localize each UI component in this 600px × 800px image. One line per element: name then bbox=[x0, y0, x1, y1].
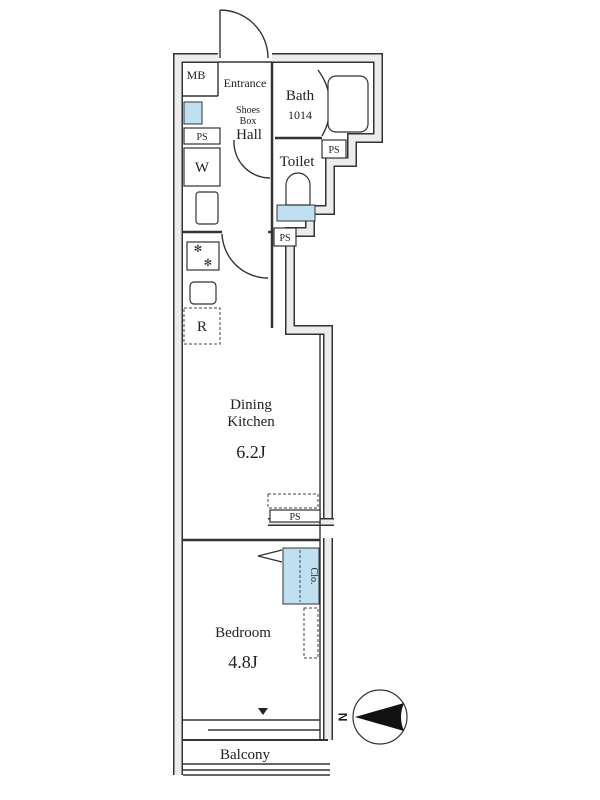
window-marker-icon bbox=[258, 708, 268, 715]
closet-door[interactable] bbox=[257, 549, 283, 563]
compass-north-label: N bbox=[336, 713, 350, 722]
entrance-label: Entrance bbox=[224, 76, 267, 90]
exterior-walls bbox=[173, 53, 383, 775]
washer-label: W bbox=[195, 160, 210, 176]
bedroom-label: Bedroom bbox=[215, 625, 271, 641]
shoes-box-icon bbox=[183, 101, 203, 125]
interior-walls bbox=[183, 62, 330, 776]
ps-label: PS bbox=[328, 145, 339, 156]
bedroom-size: 4.8J bbox=[228, 652, 258, 672]
closet-swing-space bbox=[303, 607, 319, 659]
washer-icon bbox=[183, 147, 221, 187]
box-label: Box bbox=[240, 116, 257, 127]
sink-icon bbox=[195, 191, 219, 225]
burner-icon: ✻ bbox=[194, 244, 202, 255]
dining-label: Dining bbox=[230, 397, 272, 413]
shoes-label: Shoes bbox=[236, 105, 260, 116]
ps-box-2 bbox=[321, 139, 347, 159]
bath-size: 1014 bbox=[288, 108, 312, 122]
burner-icon: ✻ bbox=[204, 258, 212, 269]
dining-size: 6.2J bbox=[236, 442, 266, 462]
toilet-icon bbox=[285, 172, 311, 206]
shelf-space bbox=[267, 493, 319, 509]
kitchen-door[interactable] bbox=[221, 233, 269, 279]
ps-label: PS bbox=[279, 233, 290, 244]
kitchen-label: Kitchen bbox=[227, 414, 275, 430]
bathtub-icon bbox=[327, 75, 369, 133]
toilet-label: Toilet bbox=[280, 154, 316, 170]
hall-label: Hall bbox=[236, 127, 262, 143]
balcony-label: Balcony bbox=[220, 747, 270, 763]
stove-icon bbox=[186, 241, 220, 271]
mb-label: MB bbox=[187, 68, 206, 82]
entrance-door[interactable] bbox=[218, 9, 272, 63]
ps-label: PS bbox=[196, 132, 207, 143]
kitchen-sink-icon bbox=[189, 281, 217, 305]
bath-label: Bath bbox=[286, 88, 315, 104]
closet[interactable] bbox=[282, 547, 320, 605]
closet-label: Clo. bbox=[308, 568, 319, 585]
toilet-door[interactable] bbox=[233, 139, 271, 179]
ps-label: PS bbox=[289, 512, 300, 523]
refrigerator-label: R bbox=[197, 319, 207, 335]
refrigerator-space bbox=[183, 307, 221, 345]
ps-box-3 bbox=[273, 227, 297, 247]
toilet-tank bbox=[276, 204, 316, 222]
ps-box-4 bbox=[269, 509, 321, 523]
ps-box-1 bbox=[183, 127, 221, 145]
north-compass-icon: N bbox=[336, 689, 408, 745]
